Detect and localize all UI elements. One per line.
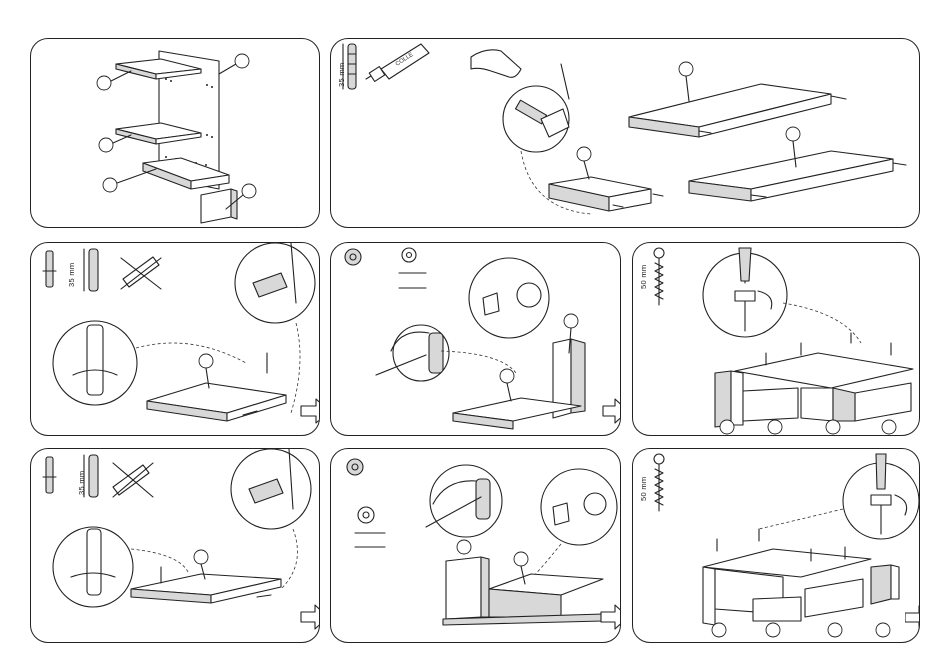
fix-sides-b-drawing [633, 449, 920, 643]
dowel-length-label: 35 mm [67, 263, 76, 287]
step-panel-parts-overview [30, 38, 320, 228]
cam-lock-icon [347, 459, 363, 475]
parts-overview-drawing [31, 39, 320, 228]
cam-lock-icon [345, 249, 361, 265]
step-panel-cam-lock-a [330, 242, 621, 436]
dowel-icon [348, 44, 356, 89]
no-glue-cross-icon [121, 257, 161, 289]
next-step-arrow-icon [301, 399, 320, 423]
step-panel-screw-insert-b: 35 mm [30, 448, 320, 643]
dowel-length-label: 35 mm [77, 471, 86, 495]
step-panel-screw-insert-a: 35 mm [30, 242, 320, 436]
screw-length-label: 50 mm [639, 477, 648, 501]
dowel-icon [84, 455, 98, 497]
screw-length-label: 50 mm [639, 265, 648, 289]
next-step-arrow-icon [905, 604, 920, 630]
screw-insert-b-drawing [31, 449, 320, 643]
next-step-arrow-icon [603, 399, 621, 423]
cam-lock-a-drawing [331, 243, 621, 436]
cam-lock-washer-icon [402, 248, 416, 262]
step-panel-fix-sides-b: 50 mm [632, 448, 920, 643]
next-step-arrow-icon [301, 605, 320, 629]
screw-icon [654, 248, 664, 305]
dowel-length-label: 35 mm [337, 63, 346, 87]
step-panel-fix-sides-a: 50 mm [632, 242, 920, 436]
cam-lock-washer-icon [358, 507, 374, 523]
step-panel-cam-lock-b [330, 448, 621, 643]
next-step-arrow-icon [601, 605, 621, 629]
screw-insert-icon [43, 251, 56, 287]
glue-tube-icon: COLLE [366, 44, 429, 81]
fix-sides-a-drawing [633, 243, 920, 436]
no-glue-cross-icon [113, 463, 153, 497]
cam-lock-b-drawing [331, 449, 621, 643]
step-panel-glue-dowels: COLLE 35 mm [330, 38, 920, 228]
glue-dowels-drawing: COLLE [331, 39, 920, 228]
screw-icon [654, 454, 664, 511]
screw-insert-icon [43, 457, 56, 493]
dowel-icon [84, 249, 98, 291]
